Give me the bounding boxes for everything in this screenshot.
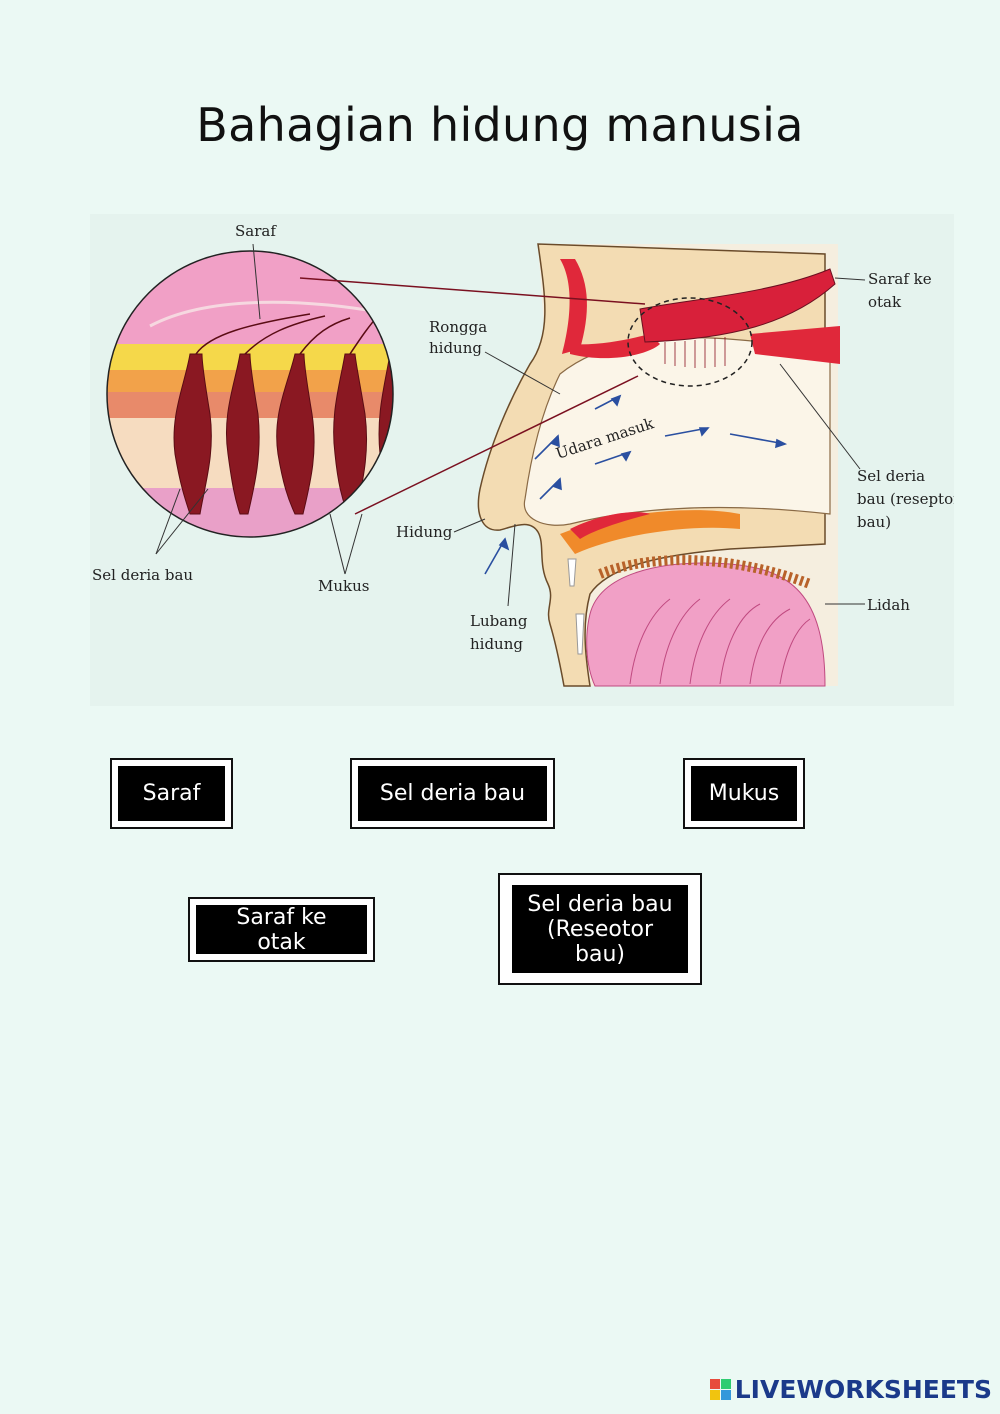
answer-box-saraf-ke-otak[interactable]: Saraf ke otak xyxy=(188,897,375,962)
answer-box-label: Saraf ke otak xyxy=(196,905,367,955)
answer-box-sel-deria-bau[interactable]: Sel deria bau xyxy=(350,758,555,829)
label-saraf: Saraf xyxy=(235,222,277,240)
label-sel-reseptor-2: bau (reseptor xyxy=(857,490,954,508)
label-lidah: Lidah xyxy=(867,596,910,614)
answer-box-label: Sel deria bau xyxy=(358,766,547,821)
label-rongga-1: Rongga xyxy=(429,318,487,336)
brand-text: LIVEWORKSHEETS xyxy=(734,1375,992,1404)
answer-box-sel-deria-bau-reseptor[interactable]: Sel deria bau (Reseotor bau) xyxy=(498,873,702,985)
label-lubang-1: Lubang xyxy=(470,612,528,630)
answer-box-label: Mukus xyxy=(691,766,797,821)
label-hidung: Hidung xyxy=(396,523,453,541)
label-sel-reseptor-1: Sel deria xyxy=(857,467,925,485)
label-mukus: Mukus xyxy=(318,577,369,595)
answer-box-label: Saraf xyxy=(118,766,225,821)
answer-box-mukus[interactable]: Mukus xyxy=(683,758,805,829)
label-lubang-2: hidung xyxy=(470,635,523,653)
label-sel-deria-bau: Sel deria bau xyxy=(92,566,193,584)
page-title: Bahagian hidung manusia xyxy=(196,98,804,152)
nose-anatomy-diagram: Udara masuk xyxy=(90,214,954,706)
label-saraf-ke-otak-2: otak xyxy=(868,293,902,311)
answer-box-saraf[interactable]: Saraf xyxy=(110,758,233,829)
answer-box-label: Sel deria bau (Reseotor bau) xyxy=(512,885,688,973)
label-sel-reseptor-3: bau) xyxy=(857,513,891,531)
label-saraf-ke-otak-1: Saraf ke xyxy=(868,270,932,288)
liveworksheets-logo[interactable]: LIVEWORKSHEETS xyxy=(709,1375,992,1404)
label-rongga-2: hidung xyxy=(429,339,482,357)
liveworksheets-icon xyxy=(709,1379,731,1400)
